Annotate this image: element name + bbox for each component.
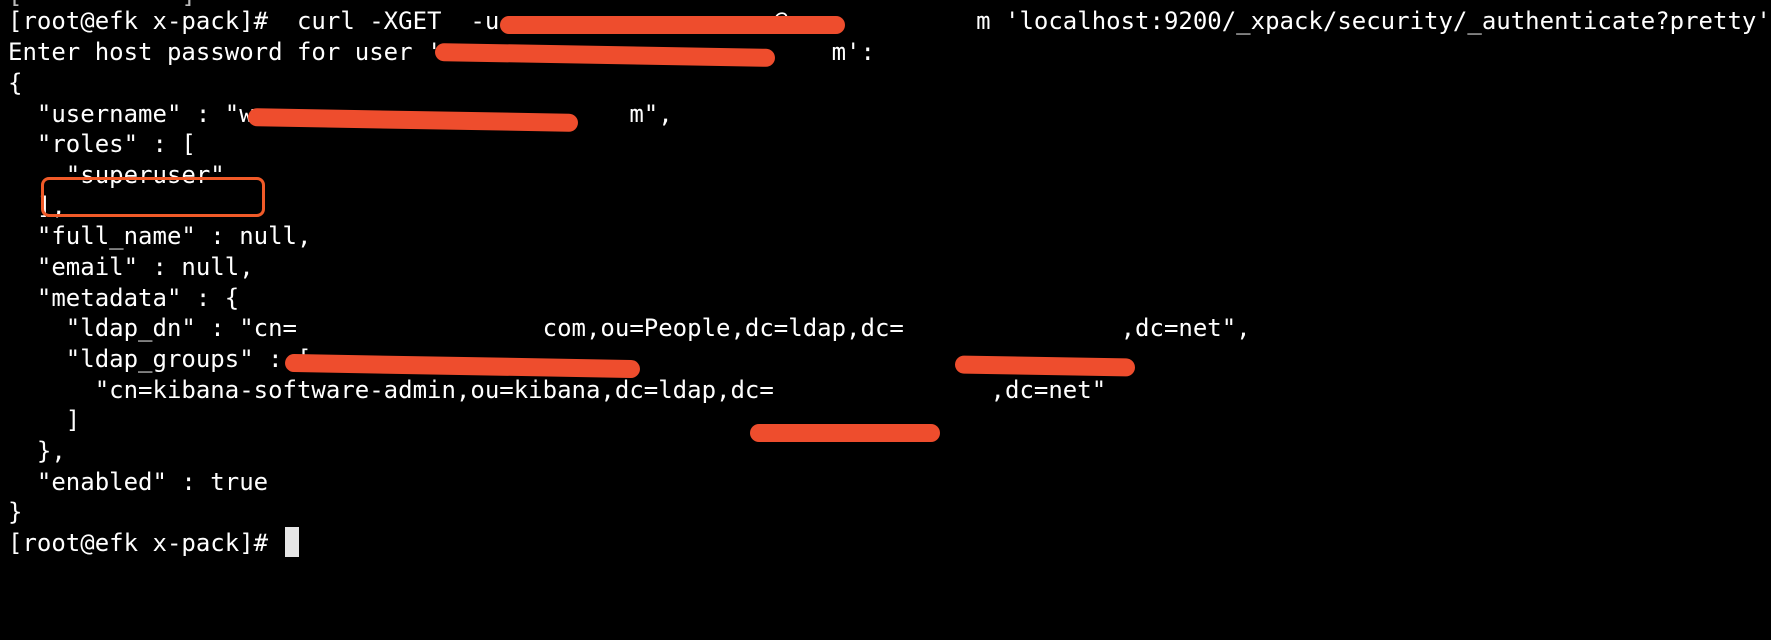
command-line: [root@efk x-pack]# curl -XGET -u w @y m … <box>8 7 1771 35</box>
json-ldap-groups-open-line: "ldap_groups" : [ <box>8 345 312 373</box>
json-open-brace: { <box>8 69 23 97</box>
json-metadata-close-line: }, <box>8 437 66 465</box>
cursor-block <box>284 527 299 557</box>
shell-prompt-line[interactable]: [root@efk x-pack]# <box>8 526 299 560</box>
json-roles-open-line: "roles" : [ <box>8 130 196 158</box>
json-metadata-open-line: "metadata" : { <box>8 284 240 312</box>
superuser-highlight-box <box>41 177 265 217</box>
clipped-previous-line: [ ] <box>8 0 196 12</box>
shell-prompt-text: [root@efk x-pack]# <box>8 529 283 557</box>
redaction-mark-ldap-group-domain <box>750 424 940 442</box>
json-enabled-line: "enabled" : true <box>8 468 269 496</box>
json-close-brace: } <box>8 498 23 526</box>
redaction-mark-ldap-dn-domain <box>954 355 1136 377</box>
json-ldap-groups-close-line: ] <box>8 406 81 434</box>
json-full-name-line: "full_name" : null, <box>8 222 312 250</box>
password-prompt-line: Enter host password for user 'w m': <box>8 38 875 66</box>
json-ldap-group-entry-line: "cn=kibana-software-admin,ou=kibana,dc=l… <box>8 376 1107 404</box>
redaction-mark-command-user <box>500 16 845 34</box>
json-ldap-dn-line: "ldap_dn" : "cn= com,ou=People,dc=ldap,d… <box>8 314 1251 342</box>
json-roles-superuser-line: "superuser" <box>8 161 225 189</box>
json-email-line: "email" : null, <box>8 253 254 281</box>
